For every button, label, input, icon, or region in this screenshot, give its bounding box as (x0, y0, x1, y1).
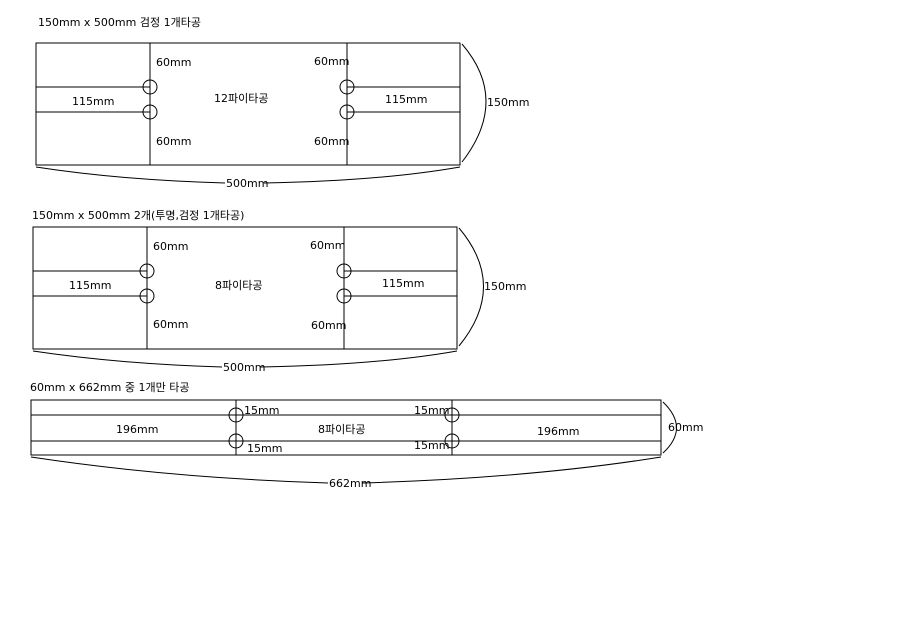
panel-1-center-label: 12파이타공 (214, 92, 268, 105)
panel-2-height-label: 150mm (484, 280, 526, 293)
panel-2-left-label: 115mm (69, 279, 111, 292)
panel-2-hole-label-bottom-right: 60mm (311, 319, 346, 332)
panel-3: 60mm x 662mm 중 1개만 타공 15mm 15mm 15mm 15m… (30, 381, 703, 490)
panel-1-left-label: 115mm (72, 95, 114, 108)
panel-2-width-label: 500mm (223, 361, 265, 374)
panel-1-width-arc-left (35, 166, 226, 184)
panel-3-hole-top-right (444, 407, 460, 423)
panel-2-hole-label-bottom-left: 60mm (153, 318, 188, 331)
panel-1-hole-bottom-left (142, 104, 158, 120)
panel-1-hole-label-bottom-right: 60mm (314, 135, 349, 148)
panel-1-width-label: 500mm (226, 177, 268, 190)
panel-1-hole-label-bottom-left: 60mm (156, 135, 191, 148)
panel-1-hole-bottom-right (339, 104, 355, 120)
panel-1-width-arc-right (263, 166, 461, 184)
panel-1-outline (35, 42, 461, 166)
panel-2-hole-bottom-left (139, 288, 155, 304)
panel-3-width-label: 662mm (329, 477, 371, 490)
panel-3-hole-top-left (228, 407, 244, 423)
panel-3-width-arc-right (361, 456, 662, 484)
panel-1: 150mm x 500mm 검정 1개타공 60mm 60mm 60mm 60m… (35, 16, 529, 190)
panel-2-hole-label-top-right: 60mm (310, 239, 345, 252)
panel-2-right-label: 115mm (382, 277, 424, 290)
panel-3-center-label: 8파이타공 (318, 423, 365, 436)
panel-2-hole-label-top-left: 60mm (153, 240, 188, 253)
panel-1-right-label: 115mm (385, 93, 427, 106)
panel-3-title: 60mm x 662mm 중 1개만 타공 (30, 381, 189, 394)
panel-1-hole-label-top-left: 60mm (156, 56, 191, 69)
panel-3-left-label: 196mm (116, 423, 158, 436)
panel-3-height-arc (662, 401, 677, 454)
panel-1-hole-top-right (339, 79, 355, 95)
panel-2: 150mm x 500mm 2개(투명,검정 1개타공) 60mm 60mm 6… (32, 209, 526, 374)
panel-3-hole-label-bottom-left: 15mm (247, 442, 282, 455)
panel-3-width-arc-left (30, 456, 329, 484)
panel-1-title: 150mm x 500mm 검정 1개타공 (38, 16, 201, 29)
panel-1-hole-label-top-right: 60mm (314, 55, 349, 68)
panel-1-height-arc (461, 43, 487, 163)
panel-2-title: 150mm x 500mm 2개(투명,검정 1개타공) (32, 209, 244, 222)
panel-2-hole-top-right (336, 263, 352, 279)
panel-3-hole-bottom-right (444, 433, 460, 449)
panel-3-hole-label-top-right: 15mm (414, 404, 449, 417)
panel-1-hole-top-left (142, 79, 158, 95)
panel-1-height-label: 150mm (487, 96, 529, 109)
panel-2-outline (32, 226, 458, 350)
panel-3-hole-bottom-left (228, 433, 244, 449)
panel-2-hole-top-left (139, 263, 155, 279)
panel-3-hole-label-top-left: 15mm (244, 404, 279, 417)
panel-3-height-label: 60mm (668, 421, 703, 434)
panel-3-outline (30, 399, 662, 456)
panel-2-hole-bottom-right (336, 288, 352, 304)
panel-3-right-label: 196mm (537, 425, 579, 438)
panel-3-hole-label-bottom-right: 15mm (414, 439, 449, 452)
panel-2-width-arc-right (259, 350, 458, 368)
panel-2-center-label: 8파이타공 (215, 279, 262, 292)
panel-2-height-arc (458, 227, 484, 347)
panel-2-width-arc-left (32, 350, 223, 368)
